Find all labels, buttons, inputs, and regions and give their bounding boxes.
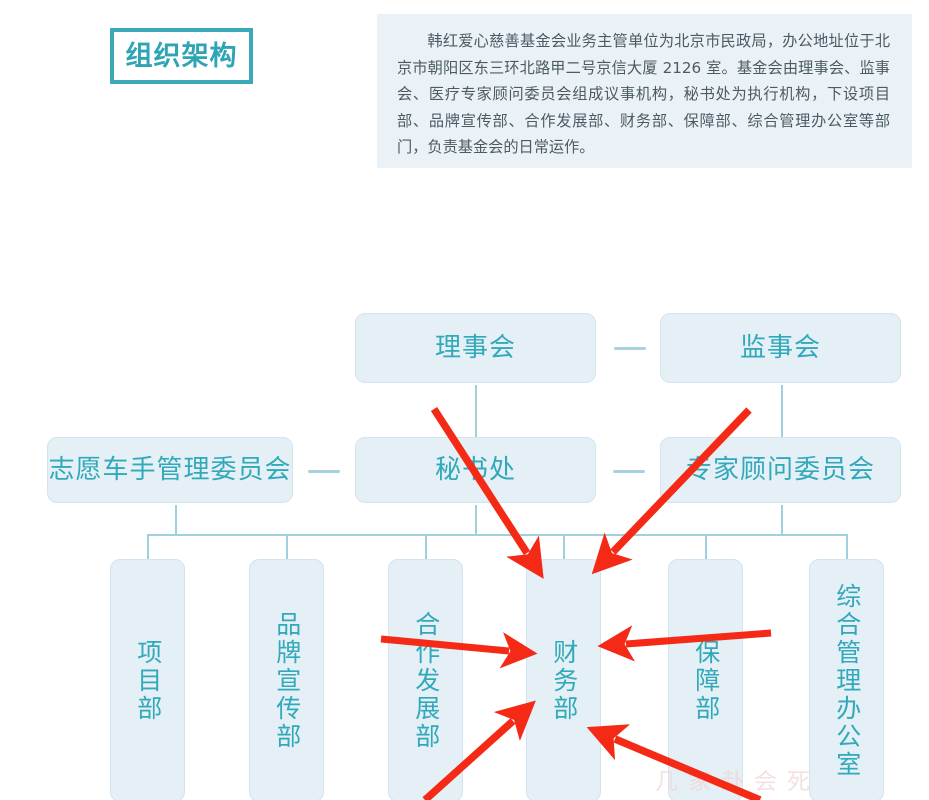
connector-directors-supervisors [614, 347, 646, 350]
org-node-project-department[interactable]: 项目部 [110, 559, 185, 800]
intro-panel: 韩红爱心慈善基金会业务主管单位为北京市民政局，办公地址位于北京市朝阳区东三环北路… [377, 14, 912, 168]
connector-drop-general-office [846, 534, 848, 559]
connector-drop-project [147, 534, 149, 559]
org-node-label: 品牌宣传部 [272, 610, 301, 751]
page-title: 组织架构 [125, 40, 238, 71]
org-node-label: 秘书处 [434, 454, 516, 485]
connector-secretariat-down [475, 505, 477, 534]
org-node-board-of-directors[interactable]: 理事会 [355, 313, 596, 383]
org-node-general-administration-office[interactable]: 综合管理办公室 [809, 559, 884, 800]
connector-supervisors-down [781, 385, 783, 440]
connector-drop-brand [286, 534, 288, 559]
org-node-label: 志愿车手管理委员会 [48, 454, 292, 485]
org-node-label: 合作发展部 [411, 610, 440, 751]
connector-drop-cooperation [425, 534, 427, 559]
watermark: 几家卦会死 [655, 769, 820, 795]
org-node-secretariat[interactable]: 秘书处 [355, 437, 596, 503]
connector-department-bus [147, 534, 847, 536]
intro-paragraph: 韩红爱心慈善基金会业务主管单位为北京市民政局，办公地址位于北京市朝阳区东三环北路… [397, 32, 890, 156]
org-node-label: 监事会 [739, 332, 821, 363]
org-node-expert-advisory-committee[interactable]: 专家顾问委员会 [660, 437, 901, 503]
org-node-label: 保障部 [691, 638, 720, 723]
org-node-brand-publicity-department[interactable]: 品牌宣传部 [249, 559, 324, 800]
org-node-cooperation-development-department[interactable]: 合作发展部 [388, 559, 463, 800]
org-node-label: 综合管理办公室 [832, 582, 861, 779]
org-node-label: 项目部 [133, 638, 162, 723]
connector-volunteer-down [175, 505, 177, 534]
org-node-volunteer-rider-committee[interactable]: 志愿车手管理委员会 [47, 437, 293, 503]
connector-drop-finance [563, 534, 565, 559]
connector-secretariat-expert [613, 470, 645, 473]
connector-directors-down [475, 385, 477, 440]
connector-drop-support [705, 534, 707, 559]
connector-volunteer-secretariat [308, 470, 340, 473]
org-node-board-of-supervisors[interactable]: 监事会 [660, 313, 901, 383]
page-title-badge: 组织架构 [110, 28, 253, 84]
org-node-label: 财务部 [549, 638, 578, 723]
connector-expert-down [781, 505, 783, 534]
org-node-label: 专家顾问委员会 [685, 454, 875, 485]
org-node-finance-department[interactable]: 财务部 [526, 559, 601, 800]
org-node-label: 理事会 [434, 332, 516, 363]
